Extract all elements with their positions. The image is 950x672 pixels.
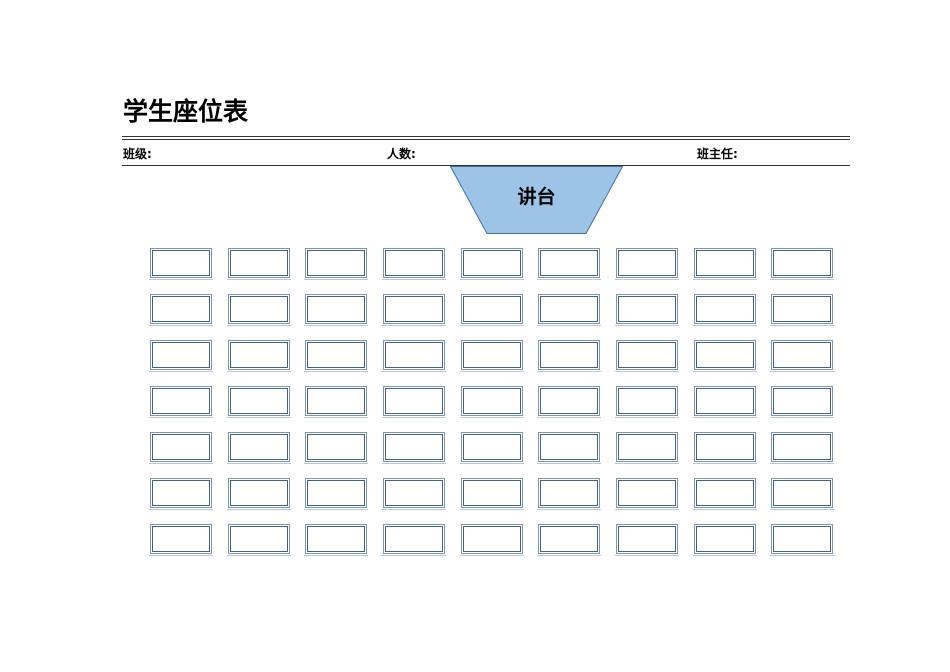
seat-box bbox=[149, 478, 213, 510]
seat-box bbox=[537, 386, 601, 418]
seat-box bbox=[382, 386, 446, 418]
seat-box bbox=[615, 294, 679, 326]
seat-box bbox=[227, 340, 291, 372]
seat-box bbox=[227, 248, 291, 280]
podium-trapezoid-shape bbox=[450, 166, 623, 234]
header-divider-top bbox=[122, 136, 850, 137]
page-title: 学生座位表 bbox=[123, 97, 249, 126]
seat-box bbox=[770, 386, 834, 418]
seat-box bbox=[227, 294, 291, 326]
seat-box bbox=[304, 340, 368, 372]
seat-box bbox=[382, 340, 446, 372]
seat-box bbox=[227, 478, 291, 510]
seat-box bbox=[537, 524, 601, 556]
seat-box bbox=[460, 340, 524, 372]
seat-box bbox=[304, 248, 368, 280]
seat-box bbox=[770, 432, 834, 464]
seat-box bbox=[770, 294, 834, 326]
seat-box bbox=[149, 524, 213, 556]
header-divider-bottom bbox=[122, 165, 850, 166]
seat-box bbox=[460, 248, 524, 280]
seat-box bbox=[149, 386, 213, 418]
seat-box bbox=[227, 432, 291, 464]
seat-box bbox=[227, 524, 291, 556]
seat-box bbox=[304, 478, 368, 510]
seat-box bbox=[693, 386, 757, 418]
seat-box bbox=[770, 524, 834, 556]
seat-box bbox=[304, 294, 368, 326]
class-field-label: 班级: bbox=[123, 147, 152, 161]
seat-box bbox=[770, 248, 834, 280]
seat-box bbox=[615, 478, 679, 510]
seat-box bbox=[693, 340, 757, 372]
seat-box bbox=[693, 524, 757, 556]
seat-box bbox=[693, 478, 757, 510]
seat-box bbox=[382, 294, 446, 326]
seat-box bbox=[304, 432, 368, 464]
seat-box bbox=[615, 432, 679, 464]
seat-box bbox=[460, 432, 524, 464]
seat-box bbox=[537, 248, 601, 280]
seat-box bbox=[460, 478, 524, 510]
seat-box bbox=[149, 340, 213, 372]
seat-box bbox=[770, 478, 834, 510]
seat-box bbox=[537, 432, 601, 464]
seat-box bbox=[460, 524, 524, 556]
seat-box bbox=[693, 432, 757, 464]
head-teacher-field-label: 班主任: bbox=[697, 147, 738, 161]
seat-box bbox=[460, 294, 524, 326]
seat-box bbox=[227, 386, 291, 418]
seat-box bbox=[537, 294, 601, 326]
seat-box bbox=[382, 432, 446, 464]
seat-box bbox=[615, 524, 679, 556]
seat-box bbox=[382, 248, 446, 280]
podium: 讲台 bbox=[450, 166, 623, 234]
seat-box bbox=[615, 248, 679, 280]
seat-box bbox=[304, 386, 368, 418]
seat-box bbox=[382, 524, 446, 556]
seat-box bbox=[615, 340, 679, 372]
podium-label: 讲台 bbox=[517, 186, 556, 208]
seat-box bbox=[770, 340, 834, 372]
seat-box bbox=[149, 248, 213, 280]
seat-box bbox=[460, 386, 524, 418]
seat-box bbox=[693, 248, 757, 280]
seat-box bbox=[615, 386, 679, 418]
seat-box bbox=[537, 478, 601, 510]
seat-box bbox=[304, 524, 368, 556]
seat-box bbox=[149, 432, 213, 464]
seat-box bbox=[149, 294, 213, 326]
seat-box bbox=[693, 294, 757, 326]
header-divider-top-inner bbox=[122, 139, 850, 140]
seat-box bbox=[537, 340, 601, 372]
seat-box bbox=[382, 478, 446, 510]
student-count-field-label: 人数: bbox=[387, 147, 416, 161]
